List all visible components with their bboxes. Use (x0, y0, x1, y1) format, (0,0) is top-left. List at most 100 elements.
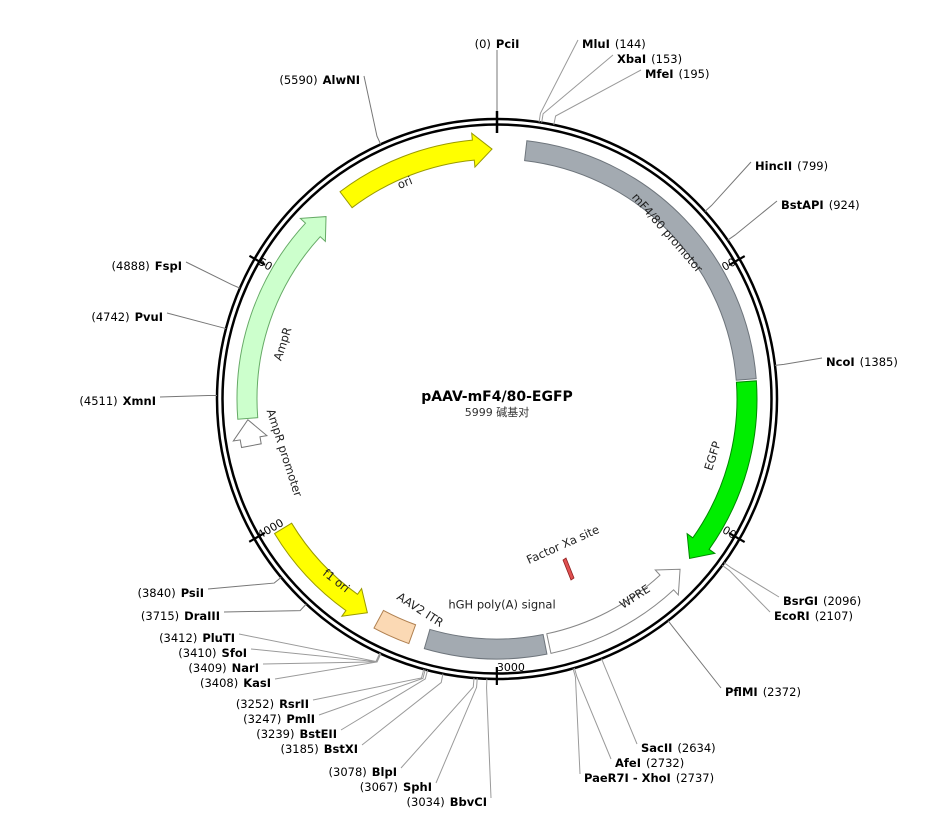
site-line-bstapi (727, 200, 778, 241)
site-label-ncoi: NcoI (1385) (826, 355, 898, 369)
site-line-draiii (223, 603, 307, 613)
site-position: (1385) (860, 355, 898, 369)
site-position: (4742) (91, 310, 129, 324)
site-position: (5590) (279, 73, 317, 87)
site-name: EcoRI (774, 609, 810, 623)
site-line-pluti (238, 633, 381, 663)
site-line-sacii (601, 658, 638, 745)
site-label-afei: AfeI(2732) (615, 756, 684, 770)
site-name: BstEII (299, 727, 337, 741)
site-position: (3247) (243, 712, 281, 726)
site-line-ecori (721, 564, 771, 613)
site-line-blpi (400, 678, 475, 769)
site-label-fspi: (4888)FspI (112, 259, 182, 273)
site-position: (2096) (823, 594, 861, 608)
site-position: (924) (829, 198, 860, 212)
site-line-mfei (553, 69, 642, 125)
site-position: (3067) (360, 780, 398, 794)
site-line-psii (207, 576, 282, 590)
site-position: (153) (651, 52, 682, 66)
site-name: BstAPI (781, 198, 824, 212)
site-position: (3408) (200, 676, 238, 690)
site-line-afei (573, 667, 612, 760)
site-label-sacii: SacII(2634) (641, 741, 716, 755)
site-line-kasi (274, 653, 382, 680)
site-label-psii: (3840)PsiI (137, 586, 204, 600)
site-label-bstapi: BstAPI (924) (781, 198, 860, 212)
site-label-alwni: (5590)AlwNI (279, 73, 360, 87)
site-line-xmni (159, 394, 218, 398)
feature-wpre (546, 568, 681, 654)
site-label-mfei: MfeI (195) (645, 67, 709, 81)
site-label-blpi: (3078)BlpI (329, 765, 397, 779)
site-label-paer7i---xhoi: PaeR7I - XhoI(2737) (584, 771, 714, 785)
site-labels: (0)PciI MluI (144)XbaI(153)MfeI (195) HincII… (79, 37, 897, 809)
site-line-pmli (318, 669, 426, 716)
site-position: (3840) (137, 586, 175, 600)
site-position: (195) (679, 67, 710, 81)
site-label-bstxi: (3185)BstXI (280, 742, 358, 756)
site-label-pflmi: PflMI(2372) (725, 685, 801, 699)
site-name: DraIII (184, 609, 220, 623)
site-name: NcoI (826, 355, 855, 369)
site-position: (0) (475, 37, 491, 51)
site-name: BlpI (372, 765, 397, 779)
tick-5000 (248, 254, 266, 266)
site-position: (3410) (178, 646, 216, 660)
site-label-bbvci: (3034)BbvCI (407, 795, 487, 809)
site-position: (3239) (256, 727, 294, 741)
site-label-pcii: (0)PciI (475, 37, 520, 51)
site-label-sfoi: (3410)SfoI (178, 646, 247, 660)
site-label-draiii: (3715) DraIII (141, 609, 220, 623)
site-position: (2732) (646, 756, 684, 770)
feature-label-egfp: EGFP (701, 439, 724, 472)
site-label-sphi: (3067) SphI (360, 780, 432, 794)
site-name: XmnI (123, 394, 156, 408)
site-label-rsrii: (3252)RsrII (236, 697, 309, 711)
feature-hgh (423, 628, 548, 660)
factor-xa-site-marker (562, 557, 575, 581)
site-position: (144) (615, 37, 646, 51)
site-position: (2737) (676, 771, 714, 785)
map-center: pAAV-mF4/80-EGFP 5999 碱基对 (421, 389, 573, 419)
tick-label-3000: 3000 (497, 661, 525, 674)
feature-egfp (686, 380, 758, 560)
site-position: (3715) (141, 609, 179, 623)
feature-f1ori (273, 522, 368, 617)
site-position: (2372) (763, 685, 801, 699)
site-line-paer7i---xhoi (572, 668, 581, 775)
site-name: MluI (582, 37, 610, 51)
feature-ampprom (232, 418, 269, 449)
site-name: HincII (755, 159, 792, 173)
site-line-pflmi (667, 620, 722, 689)
feature-label-ampprom: AmpR promoter (264, 407, 306, 498)
site-label-kasi: (3408)KasI (200, 676, 271, 690)
site-position: (4511) (79, 394, 117, 408)
site-label-xbai: XbaI(153) (617, 52, 682, 66)
site-name: RsrII (279, 697, 309, 711)
site-label-pvui: (4742)PvuI (91, 310, 163, 324)
site-line-sfoi (250, 648, 381, 663)
site-line-bsrgi (723, 562, 780, 598)
site-position: (2107) (815, 609, 853, 623)
site-name: BbvCI (450, 795, 487, 809)
site-line-sphi (435, 678, 478, 784)
site-label-ecori: EcoRI (2107) (774, 609, 853, 623)
site-line-bsteii (340, 670, 428, 731)
site-name: SphI (403, 780, 432, 794)
site-position: (3185) (280, 742, 318, 756)
site-name: MfeI (645, 67, 674, 81)
site-name: PmlI (286, 712, 315, 726)
site-line-hincii (704, 161, 752, 212)
site-line-fspi (185, 261, 241, 289)
site-line-mlui (538, 39, 579, 123)
site-label-mlui: MluI (144) (582, 37, 646, 51)
site-position: (4888) (112, 259, 150, 273)
site-line-rsrii (312, 669, 425, 701)
site-name: SacII (641, 741, 672, 755)
site-line-pvui (166, 312, 227, 330)
tick-1000 (728, 255, 746, 266)
feature-label-hgh: hGH poly(A) signal (448, 598, 555, 612)
feature-label-ampr: AmpR (271, 325, 295, 362)
site-leader-lines (159, 39, 823, 799)
